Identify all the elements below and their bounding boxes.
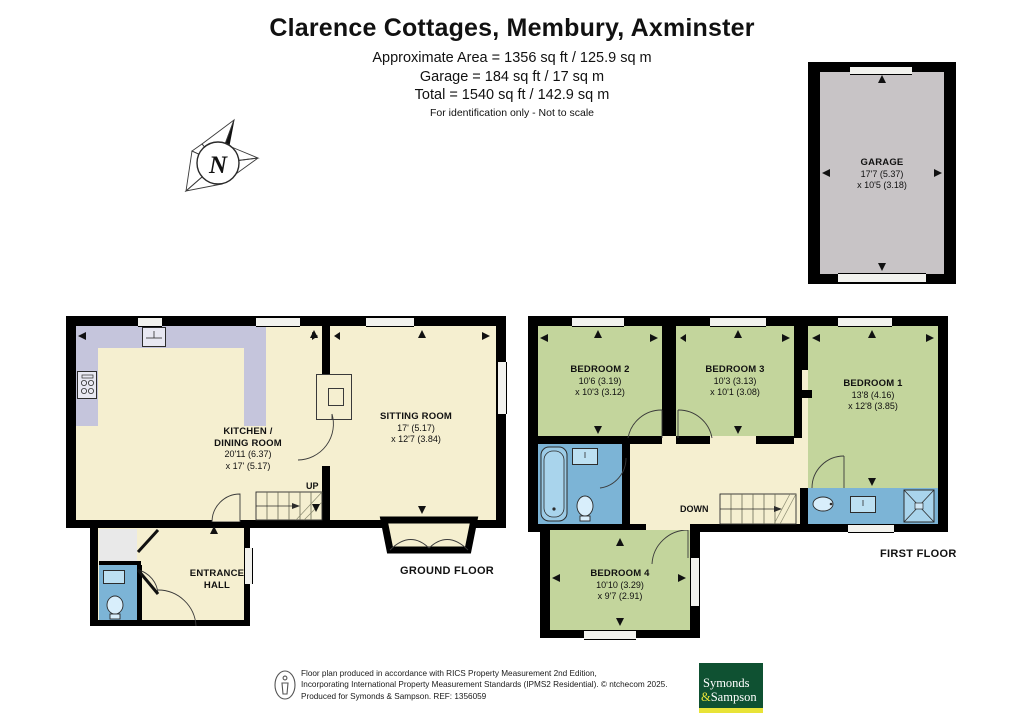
garage-area-text: Garage = 184 sq ft / 17 sq m — [419, 69, 605, 85]
logo-accent-bar — [699, 708, 763, 713]
window-bedroom4-bottom — [584, 630, 636, 640]
logo-sampson: Sampson — [710, 690, 757, 704]
footer-line-2: Incorporating International Property Mea… — [301, 680, 668, 690]
symonds-sampson-logo[interactable]: Symonds &Sampson — [699, 663, 763, 713]
disclaimer-text: For identification only - Not to scale — [430, 107, 594, 119]
garage-door-top — [850, 66, 912, 75]
garage-plan: GARAGE 17'7 (5.37) x 10'5 (3.18) — [808, 62, 956, 284]
fireplace-hearth-icon — [328, 388, 344, 406]
garage-floor — [820, 72, 944, 274]
approx-area-text: Approximate Area = 1356 sq ft / 125.9 sq… — [372, 50, 652, 66]
bedroom4-floor — [550, 530, 690, 630]
bedroom4-door-opening — [646, 520, 690, 530]
door-swing-kitchen — [211, 493, 241, 523]
logo-ampersand: & — [701, 690, 711, 704]
window-sitting-right — [497, 362, 507, 414]
staircase-up — [255, 491, 323, 521]
first-floor-label: FIRST FLOOR — [880, 548, 957, 560]
door-swing-bedroom4 — [651, 529, 689, 565]
bedroom4-dimension-arrows — [552, 538, 686, 626]
window-bedroom3-top — [710, 317, 766, 327]
ground-floor-label: GROUND FLOOR — [400, 565, 495, 577]
footer-line-3: Produced for Symonds & Sampson. REF: 135… — [301, 691, 487, 701]
door-swing-front — [157, 589, 197, 627]
window-sitting-top-right — [366, 317, 414, 327]
window-bedroom4-right — [690, 558, 700, 606]
bathroom-toilet-icon — [576, 495, 594, 522]
room-label-bedroom1: BEDROOM 1 13'8 (4.16) x 12'8 (3.85) — [843, 378, 903, 411]
compass-rose: N — [172, 118, 264, 208]
footer-text: Floor plan produced in accordance with R… — [301, 668, 667, 702]
compass-north-label: N — [208, 152, 228, 179]
stairs-up-label: UP — [306, 481, 319, 491]
ensuite-toilet-icon — [812, 496, 834, 512]
garage-door-bottom — [838, 273, 926, 283]
door-swing-wc — [136, 569, 160, 595]
shower-icon — [903, 489, 935, 523]
sitting-room-floor — [330, 326, 496, 520]
garage-dimension-arrows — [822, 75, 942, 271]
entrance-dimension-arrow — [210, 526, 218, 534]
door-swing-cupboard — [136, 528, 160, 554]
room-label-entrance: ENTRANCE HALL — [189, 568, 245, 591]
ground-floor-plan: UP KITCHEN / DINING ROOM 20'11 (6.37) x … — [66, 316, 507, 627]
room-label-bedroom4: BEDROOM 4 10'10 (3.29) x 9'7 (2.91) — [590, 568, 650, 601]
stairs-down-label: DOWN — [680, 504, 709, 514]
staircase-down — [719, 493, 797, 525]
room-label-sitting: SITTING ROOM 17' (5.17) x 12'7 (3.84) — [379, 411, 453, 444]
bedroom2-floor — [538, 326, 662, 436]
bath-icon — [540, 446, 568, 522]
door-swing-ensuite — [811, 455, 845, 489]
window-hall-right — [244, 548, 253, 584]
window-bedroom1-top — [838, 317, 892, 327]
ground-dimension-arrows — [78, 330, 490, 514]
bedroom1-floor — [808, 326, 938, 488]
bedroom3-floor — [676, 326, 794, 436]
window-ensuite-bottom — [848, 524, 894, 533]
bathroom-basin-detail — [584, 452, 586, 458]
door-swing-bedroom3 — [677, 409, 713, 439]
wc-basin-icon — [103, 570, 125, 584]
kitchen-sink-detail — [146, 331, 162, 339]
first-floor-plan: DOWN BEDROOM 2 10'6 (3.19) x 10'3 (3.12)… — [528, 316, 948, 646]
hall-cupboard — [99, 529, 137, 561]
footer-line-1: Floor plan produced in accordance with R… — [301, 669, 597, 678]
page-title: Clarence Cottages, Membury, Axminster — [269, 14, 755, 42]
window-kitchen-top — [138, 317, 162, 327]
logo-line-2: &Sampson — [701, 690, 757, 705]
wc-toilet-icon — [106, 595, 124, 620]
kitchen-dining-floor — [76, 326, 322, 520]
logo-line-1: Symonds — [703, 676, 750, 690]
kitchen-hob-burners — [81, 374, 94, 394]
room-label-garage: GARAGE 17'7 (5.37) x 10'5 (3.18) — [857, 157, 907, 190]
first-floor-dimension-arrows — [540, 330, 934, 486]
door-swing-sitting — [297, 413, 334, 461]
ensuite-basin-detail — [862, 500, 864, 506]
info-icon — [274, 670, 296, 700]
room-label-kitchen: KITCHEN / DINING ROOM 20'11 (6.37) x 17'… — [214, 426, 282, 471]
room-label-bedroom3: BEDROOM 3 10'3 (3.13) x 10'1 (3.08) — [705, 364, 765, 397]
kitchen-counter-right — [244, 326, 266, 426]
wall-kitchen-sitting — [322, 326, 330, 410]
room-label-bedroom2: BEDROOM 2 10'6 (3.19) x 10'3 (3.12) — [570, 364, 630, 397]
french-doors-bay — [379, 516, 479, 554]
door-swing-bathroom — [599, 457, 627, 489]
total-area-text: Total = 1540 sq ft / 142.9 sq m — [414, 87, 610, 103]
window-sitting-top-left — [256, 317, 300, 327]
window-bedroom2-top — [572, 317, 624, 327]
kitchen-counter-top — [76, 326, 266, 348]
door-swing-bedroom2 — [627, 409, 663, 439]
